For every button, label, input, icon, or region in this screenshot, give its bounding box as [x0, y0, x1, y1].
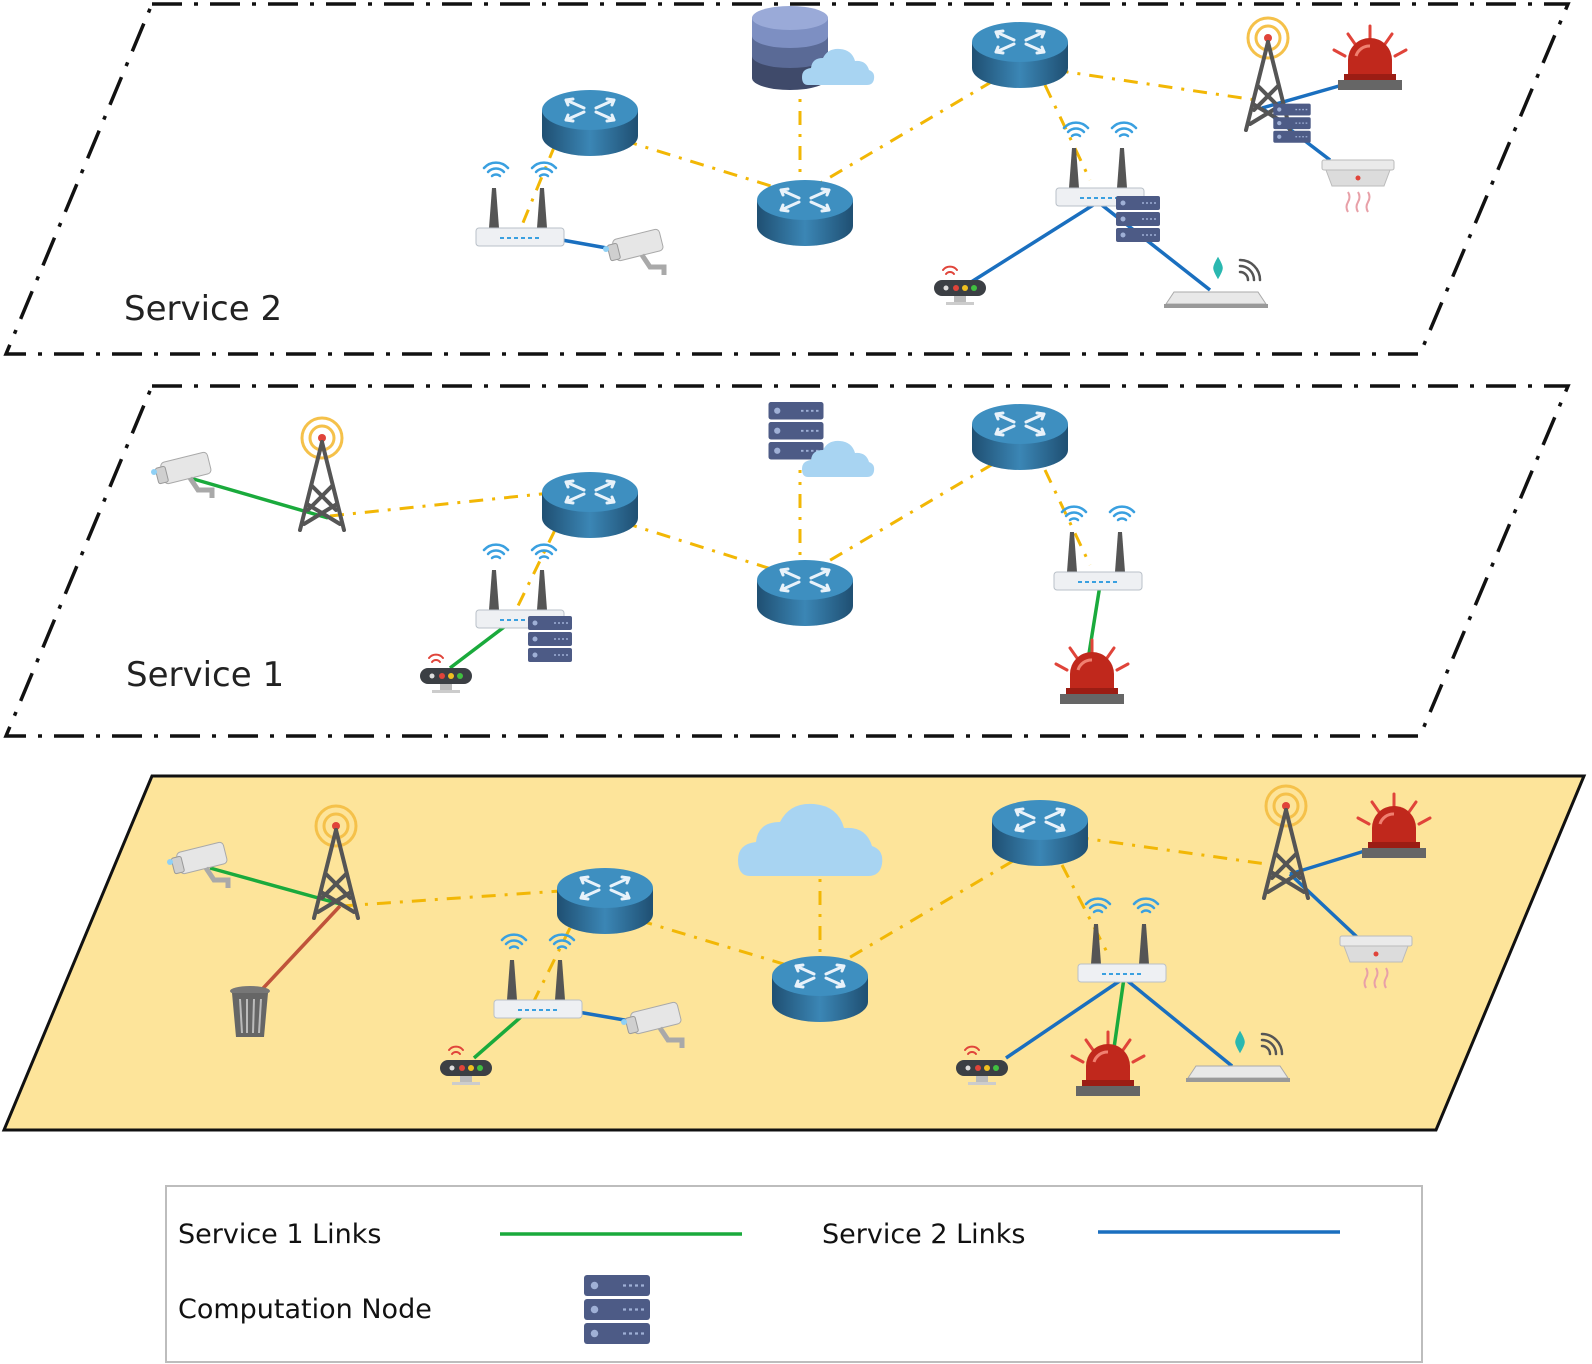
service-2-label: Service 2 — [124, 289, 282, 329]
service-1-links — [189, 476, 1102, 670]
server-icon — [527, 615, 573, 663]
server-icon — [1115, 195, 1161, 243]
legend-box — [165, 1185, 1423, 1363]
camera-icon — [151, 452, 212, 498]
router-icon — [755, 178, 855, 248]
camera-icon — [603, 229, 664, 275]
router-icon — [555, 866, 655, 936]
legend: Service 1 Links Service 2 Links Computat… — [165, 1185, 1423, 1363]
sensor-node-icon — [419, 653, 473, 694]
service-2-layer: Service 2 — [3, 2, 1571, 356]
service-2-plane — [3, 2, 1571, 356]
router-icon — [755, 558, 855, 628]
router-icon — [540, 470, 640, 540]
router-icon — [990, 798, 1090, 868]
sensor-node-icon — [933, 265, 987, 306]
service-1-layer: Service 1 — [3, 384, 1571, 738]
service-1-plane — [3, 384, 1571, 738]
alarm-icon — [1332, 24, 1408, 92]
legend-service-1-label: Service 1 Links — [178, 1219, 382, 1250]
router-icon — [970, 20, 1070, 90]
server-icon — [582, 1273, 652, 1346]
router-icon — [540, 88, 640, 158]
smoke-detector-icon — [1321, 159, 1395, 213]
router-icon — [770, 954, 870, 1024]
service-2-links — [561, 82, 1347, 292]
legend-computation-node-label: Computation Node — [178, 1294, 432, 1325]
wifi-router-icon — [476, 545, 564, 628]
service-1-physical-links — [329, 446, 1092, 613]
alarm-icon — [1054, 638, 1130, 706]
service-1-label: Service 1 — [126, 655, 284, 695]
wifi-router-icon — [1054, 507, 1142, 590]
substrate-layer — [1, 774, 1587, 1132]
legend-service-2-label: Service 2 Links — [822, 1219, 1026, 1250]
wifi-router-icon — [1056, 123, 1144, 206]
server-icon — [1272, 102, 1312, 144]
trash-bin-icon — [229, 985, 271, 1038]
router-icon — [970, 402, 1070, 472]
substrate-extra-link — [252, 904, 342, 1000]
wifi-router-icon — [476, 163, 564, 246]
server-icon — [767, 401, 825, 461]
substrate-plane — [1, 774, 1587, 1132]
